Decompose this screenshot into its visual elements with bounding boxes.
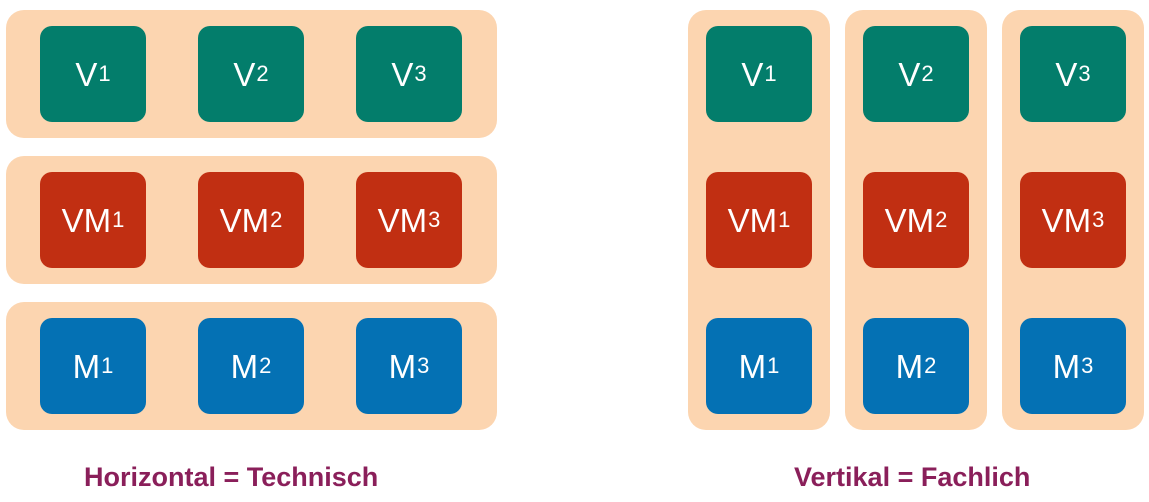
horizontal-caption: Horizontal = Technisch [84, 462, 379, 492]
vertical-caption: Vertikal = Fachlich [794, 462, 1031, 492]
